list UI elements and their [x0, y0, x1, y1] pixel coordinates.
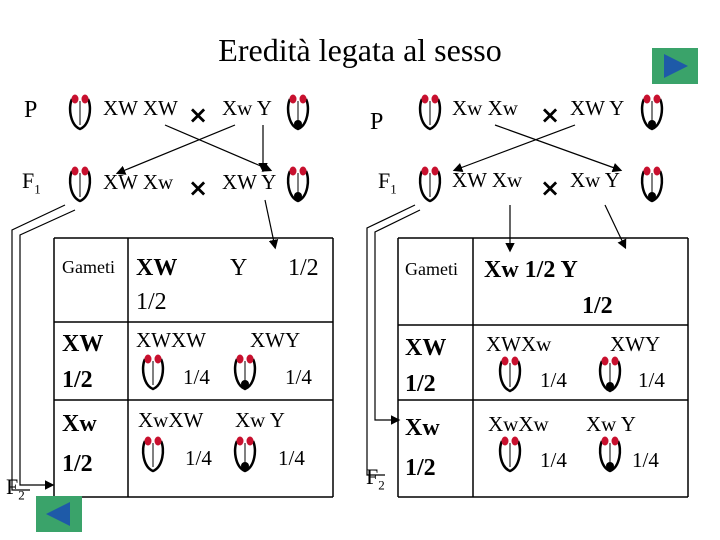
- cross-symbol: ×: [188, 101, 209, 129]
- male-fly-icon: [233, 436, 257, 473]
- f1-male-genotype-left: XW Y: [222, 170, 277, 194]
- gameti-label-left: Gameti: [62, 257, 115, 277]
- row1-gamete-left: XW: [62, 331, 104, 357]
- play-left-icon: [46, 502, 70, 526]
- male-fly-icon: [286, 94, 310, 131]
- male-fly-icon: [640, 166, 664, 203]
- f2-label-left: F2: [6, 474, 25, 503]
- cell-genotype: XWXW: [136, 328, 206, 352]
- cell-genotype: XwXw: [488, 412, 549, 436]
- col1-freq-left: 1/2: [136, 289, 167, 315]
- cross-symbol: ×: [188, 174, 209, 202]
- male-fly-icon: [233, 354, 257, 391]
- cell-freq: 1/4: [185, 446, 212, 470]
- f2-label-right: F2: [366, 464, 385, 493]
- female-fly-icon: [498, 356, 522, 393]
- f1-female-genotype-right: XW Xw: [452, 168, 523, 192]
- p-label-right: P: [370, 109, 384, 135]
- row1-gamete-right: XW: [405, 335, 447, 361]
- female-fly-icon: [141, 436, 165, 473]
- col1-gamete-left: XW: [136, 255, 178, 281]
- row2-freq-right: 1/2: [405, 455, 436, 481]
- row2-gamete-left: Xw: [62, 411, 97, 437]
- cell-freq: 1/4: [638, 368, 665, 392]
- play-right-icon: [664, 54, 688, 78]
- cell-freq: 1/4: [183, 365, 210, 389]
- cell-genotype: XWXw: [486, 332, 552, 356]
- p-label-left: P: [24, 97, 38, 123]
- p-male-genotype-right: XW Y: [570, 96, 625, 120]
- row2-freq-left: 1/2: [62, 451, 93, 477]
- cell-genotype: XwXW: [138, 408, 204, 432]
- p-male-genotype-left: Xw Y: [222, 96, 272, 120]
- female-fly-icon: [418, 166, 442, 203]
- male-fly-icon: [286, 166, 310, 203]
- row1-freq-right: 1/2: [405, 371, 436, 397]
- row2-gamete-right: Xw: [405, 415, 440, 441]
- male-fly-icon: [598, 356, 622, 393]
- f1-label-right: F1: [378, 168, 397, 197]
- cell-freq: 1/4: [540, 448, 567, 472]
- cell-genotype: XWY: [610, 332, 661, 356]
- female-fly-icon: [68, 166, 92, 203]
- male-fly-icon: [640, 94, 664, 131]
- female-fly-icon: [141, 354, 165, 391]
- male-fly-icon: [598, 436, 622, 473]
- col2-gamete-left: Y: [230, 255, 248, 281]
- f1-female-genotype-left: XW Xw: [103, 170, 174, 194]
- col-gametes-right: Xw 1/2 Y: [484, 257, 578, 283]
- female-fly-icon: [498, 436, 522, 473]
- cell-freq: 1/4: [278, 446, 305, 470]
- cell-freq: 1/4: [632, 448, 659, 472]
- cell-genotype: XWY: [250, 328, 301, 352]
- p-female-genotype-left: XW XW: [103, 96, 178, 120]
- page-title: Eredità legata al sesso: [218, 32, 502, 68]
- cell-genotype: Xw Y: [586, 412, 636, 436]
- cross-symbol: ×: [540, 101, 561, 129]
- f1-male-genotype-right: Xw Y: [570, 168, 620, 192]
- col2-freq-right: 1/2: [582, 293, 613, 319]
- cell-genotype: Xw Y: [235, 408, 285, 432]
- prev-slide-button[interactable]: [36, 496, 82, 532]
- col2-freq-left: 1/2: [288, 255, 319, 281]
- row1-freq-left: 1/2: [62, 367, 93, 393]
- cell-freq: 1/4: [285, 365, 312, 389]
- next-slide-button[interactable]: [652, 48, 698, 84]
- female-fly-icon: [418, 94, 442, 131]
- f1-label-left: F1: [22, 168, 41, 197]
- cell-freq: 1/4: [540, 368, 567, 392]
- gameti-label-right: Gameti: [405, 259, 458, 279]
- female-fly-icon: [68, 94, 92, 131]
- p-female-genotype-right: Xw Xw: [452, 96, 518, 120]
- cross-symbol: ×: [540, 174, 561, 202]
